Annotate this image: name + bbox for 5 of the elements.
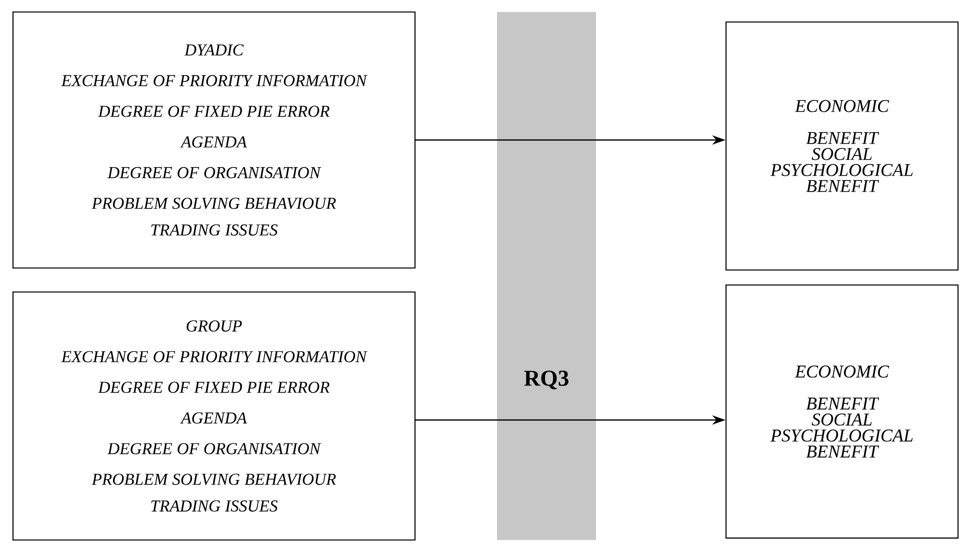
- band-label: RQ3: [524, 370, 568, 390]
- outcome-box: ECONOMIC BENEFIT SOCIAL PSYCHOLOGICAL BENEFIT: [725, 284, 959, 539]
- factor-box: GROUP EXCHANGE OF PRIORITY INFORMATION DEGREE OF FIXED PIE ERROR AGENDA DEGREE OF ORGANISATION PROBLEM SOLVING BEHAVIOUR TRADING ISSUES: [12, 291, 416, 541]
- outcome-box: ECONOMIC BENEFIT SOCIAL PSYCHOLOGICAL BENEFIT: [725, 21, 959, 271]
- factor-box: DYADIC EXCHANGE OF PRIORITY INFORMATION DEGREE OF FIXED PIE ERROR AGENDA DEGREE OF ORGANISATION PROBLEM SOLVING BEHAVIOUR TRADING ISSUES: [12, 11, 416, 269]
